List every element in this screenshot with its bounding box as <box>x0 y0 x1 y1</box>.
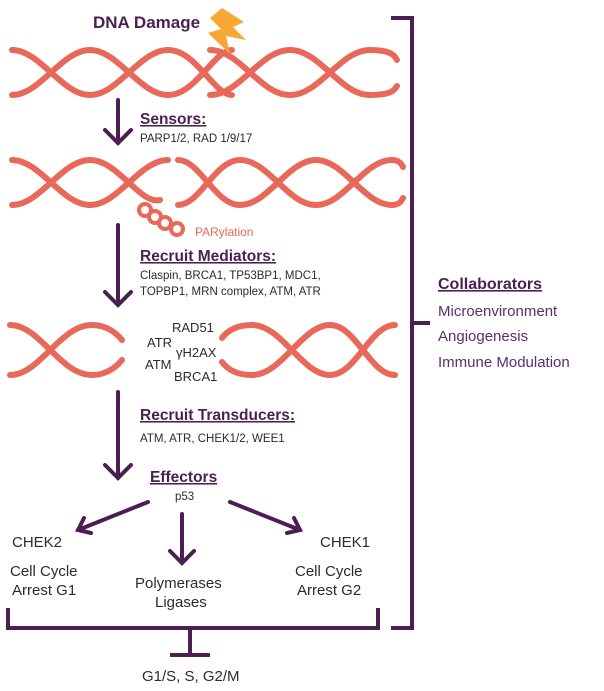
rad51-label: RAD51 <box>172 320 214 335</box>
collaborators-heading: Collaborators <box>438 276 542 293</box>
parylation-label: PARylation <box>195 225 253 239</box>
chek1-label: CHEK1 <box>320 534 370 551</box>
bottom-bracket <box>6 608 380 657</box>
collaborator-item: Angiogenesis <box>438 328 528 345</box>
parylation-chain <box>137 202 185 237</box>
arrow-down-1 <box>103 98 133 146</box>
arrow-down-3 <box>103 390 133 481</box>
arrow-down-2 <box>103 223 133 308</box>
transducers-heading: Recruit Transducers: <box>140 407 295 424</box>
mediators-line2: TOPBP1, MRN complex, ATM, ATR <box>140 286 321 298</box>
collaborator-item: Immune Modulation <box>438 354 570 371</box>
effectors-list: p53 <box>175 491 194 503</box>
sensors-heading: Sensors: <box>140 111 206 128</box>
page-title: DNA Damage <box>93 13 200 32</box>
cell-cycle-checkpoints-label: G1/S, S, G2/M <box>142 668 240 685</box>
sensors-list: PARP1/2, RAD 1/9/17 <box>140 133 252 145</box>
right-outcome-line2: Arrest G2 <box>297 582 361 599</box>
transducers-list: ATM, ATR, CHEK1/2, WEE1 <box>140 433 285 445</box>
atr-label: ATR <box>147 335 172 350</box>
atm-label: ATM <box>145 357 171 372</box>
dna-helix-broken <box>9 156 406 209</box>
chek2-label: CHEK2 <box>12 534 62 551</box>
center-outcome-line2: Ligases <box>155 594 207 611</box>
h2ax-label: γH2AX <box>176 345 217 360</box>
effector-arrows <box>75 500 303 566</box>
lightning-bolt-icon <box>208 8 246 54</box>
center-outcome-line1: Polymerases <box>135 575 222 592</box>
effectors-heading: Effectors <box>150 469 217 486</box>
mediators-line1: Claspin, BRCA1, TP53BP1, MDC1, <box>140 270 321 282</box>
left-outcome-line1: Cell Cycle <box>10 563 78 580</box>
mediators-heading: Recruit Mediators: <box>140 248 276 265</box>
brca1-label: BRCA1 <box>174 369 217 384</box>
right-bracket <box>391 16 430 630</box>
right-outcome-line1: Cell Cycle <box>295 563 363 580</box>
left-outcome-line2: Arrest G1 <box>12 582 76 599</box>
collaborator-item: Microenvironment <box>438 303 558 320</box>
dna-helix-repair <box>7 321 398 379</box>
dna-helix-intact <box>9 46 400 99</box>
